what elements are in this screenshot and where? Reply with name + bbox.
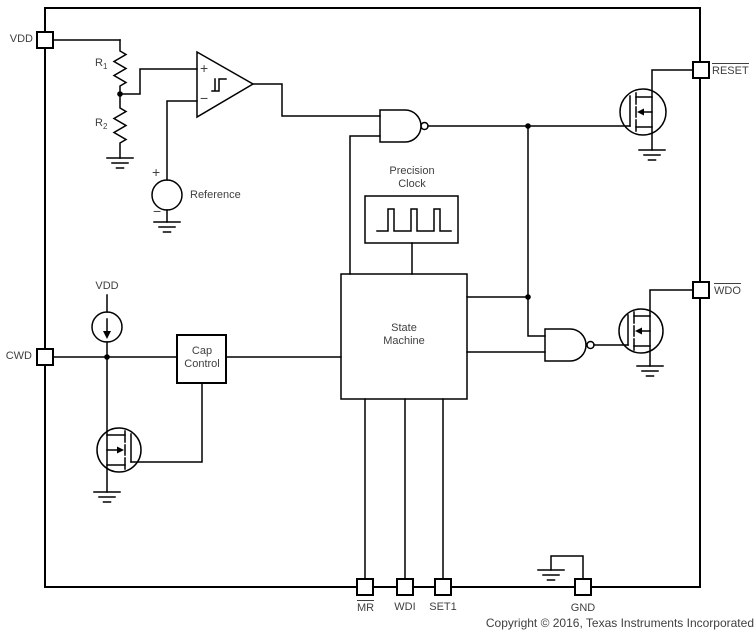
copyright-text: Copyright © 2016, Texas Instruments Inco… bbox=[485, 616, 754, 630]
pin-wdo-label: WDO bbox=[714, 283, 741, 298]
reset-overlined-text: RESET bbox=[712, 63, 749, 77]
precision-clock-label: Precision Clock bbox=[362, 165, 462, 191]
pin-wdo bbox=[692, 281, 710, 299]
mosfet-stubs bbox=[635, 96, 653, 128]
wire-comparator-to-nand1 bbox=[252, 83, 381, 117]
mosfet-stubs bbox=[106, 434, 126, 466]
wire-reset-line-to-nand2 bbox=[527, 125, 546, 337]
ground-icon bbox=[636, 365, 664, 377]
ground-icon bbox=[537, 569, 565, 581]
wire-ground-to-gnd-pin bbox=[550, 555, 584, 580]
wire-drain-to-wdo-pin bbox=[649, 289, 694, 367]
comparator-triangle bbox=[196, 50, 255, 119]
pin-cwd-label: CWD bbox=[5, 350, 32, 362]
reset-mosfet bbox=[619, 69, 694, 161]
wire-gate-to-cap-control bbox=[130, 383, 203, 463]
nand-gate-1 bbox=[349, 109, 429, 275]
reference-label: Reference bbox=[190, 189, 241, 201]
pin-vdd bbox=[36, 31, 54, 49]
mosfet-arrow-icon bbox=[635, 327, 642, 335]
pin-gnd-label: GND bbox=[570, 602, 596, 614]
mosfet-circle bbox=[618, 308, 664, 354]
reference-source bbox=[151, 100, 198, 233]
mosfet-arrow-icon bbox=[117, 446, 124, 454]
state-machine-block bbox=[340, 273, 546, 580]
ground-icon bbox=[93, 491, 121, 503]
wire-nand1-lower-input bbox=[349, 135, 381, 275]
comparator-plus-sign: + bbox=[200, 60, 209, 76]
precision-clock-block bbox=[364, 195, 459, 275]
cwd-network bbox=[52, 294, 342, 384]
current-source-icon bbox=[91, 311, 123, 343]
cap-control-label: Cap Control bbox=[178, 345, 226, 371]
pin-mr-label: MR bbox=[350, 600, 381, 615]
r2-subscript: 2 bbox=[102, 122, 108, 132]
pin-vdd-label: VDD bbox=[9, 33, 33, 45]
clock-waveform-icon bbox=[376, 208, 452, 232]
state-machine-label: State Machine bbox=[341, 322, 467, 348]
r1-subscript: 1 bbox=[102, 62, 108, 72]
pin-cwd bbox=[36, 348, 54, 366]
resistor-r1 bbox=[112, 39, 128, 95]
nand2-body bbox=[544, 328, 587, 362]
chip-boundary bbox=[44, 7, 701, 588]
pin-reset bbox=[692, 61, 710, 79]
cap-control-box bbox=[176, 334, 227, 384]
cap-discharge-mosfet bbox=[93, 356, 203, 503]
wire-divider-to-comparator bbox=[119, 68, 198, 95]
nand2-bubble bbox=[586, 340, 595, 350]
wires-state-machine-to-bottom-pins bbox=[364, 398, 444, 580]
internal-vdd-label: VDD bbox=[95, 280, 119, 292]
state-machine-line2: Machine bbox=[383, 335, 425, 347]
wdo-mosfet bbox=[618, 289, 694, 377]
hysteresis-icon bbox=[211, 78, 227, 92]
comparator-minus-sign: − bbox=[200, 90, 209, 106]
pin-set1-label: SET1 bbox=[429, 601, 457, 613]
comparator-symbol bbox=[196, 50, 255, 119]
state-machine-line1: State bbox=[391, 322, 417, 334]
mosfet-circle bbox=[619, 88, 667, 136]
mosfet-circle bbox=[96, 427, 142, 473]
state-machine-box bbox=[340, 273, 468, 400]
pin-wdi-label: WDI bbox=[394, 601, 416, 613]
resistor-r1-label: R1 bbox=[95, 57, 107, 73]
pin-mr bbox=[356, 578, 374, 596]
wdo-overlined-text: WDO bbox=[714, 283, 741, 297]
reference-minus-sign: − bbox=[153, 203, 162, 219]
cap-control-line1: Cap bbox=[191, 345, 213, 357]
r1-base: R bbox=[95, 57, 103, 69]
ground-icon bbox=[638, 149, 666, 161]
wire-drain-to-reset-pin bbox=[651, 69, 694, 151]
mosfet-stubs bbox=[633, 315, 651, 347]
wires-state-machine-outputs bbox=[466, 296, 546, 353]
ground-icon bbox=[153, 221, 181, 233]
r2-base: R bbox=[95, 117, 103, 129]
resistor-r2-label: R2 bbox=[95, 117, 107, 133]
pin-gnd bbox=[574, 578, 592, 596]
nand-gate-2 bbox=[544, 328, 629, 362]
reference-plus-sign: + bbox=[152, 164, 161, 180]
nand1-body bbox=[379, 109, 422, 143]
wire-reference-to-comparator bbox=[166, 100, 198, 181]
mr-overlined-text: MR bbox=[356, 600, 375, 614]
precision-clock-line2: Clock bbox=[398, 178, 426, 190]
pin-reset-label: RESET bbox=[712, 63, 749, 78]
mosfet-arrow-icon bbox=[637, 108, 644, 116]
precision-clock-line1: Precision bbox=[389, 165, 435, 177]
resistor-r2 bbox=[112, 93, 128, 159]
pin-set1 bbox=[434, 578, 452, 596]
resistor-divider bbox=[52, 39, 198, 169]
gnd-network bbox=[537, 555, 584, 581]
nand1-bubble bbox=[420, 121, 429, 131]
cap-control-line2: Control bbox=[184, 358, 220, 370]
ground-icon bbox=[106, 157, 134, 169]
pin-wdi bbox=[396, 578, 414, 596]
